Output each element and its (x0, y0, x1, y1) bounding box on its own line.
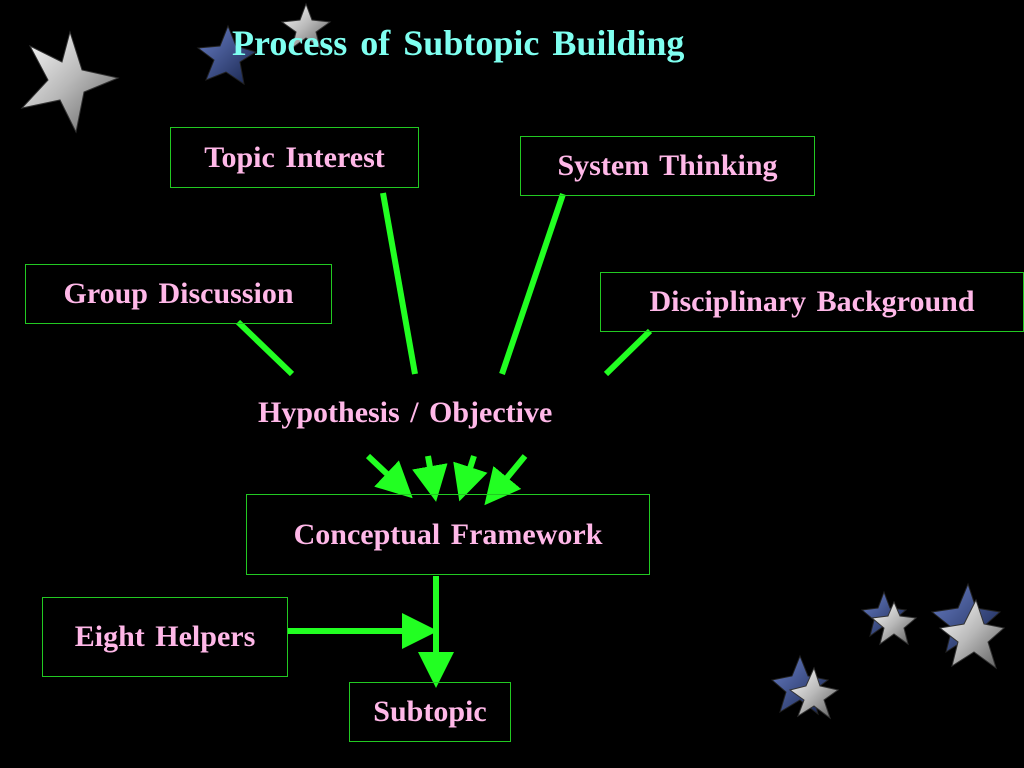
node-eight-helpers: Eight Helpers (42, 597, 288, 677)
arrow-system-thinking-lower (453, 455, 488, 502)
silver-star-icon (280, 2, 332, 50)
arrow-group-discussion-lower (365, 453, 413, 499)
node-subtopic: Subtopic (349, 682, 511, 742)
node-topic-interest: Topic Interest (170, 127, 419, 188)
silver-star-icon (938, 598, 1006, 670)
silver-star-icon (788, 666, 840, 720)
node-conceptual-framework: Conceptual Framework (246, 494, 650, 575)
arrow-system-thinking-upper (499, 193, 566, 375)
arrow-topic-interest-lower (412, 455, 448, 502)
node-disciplinary-background: Disciplinary Background (600, 272, 1024, 332)
node-group-discussion: Group Discussion (25, 264, 332, 324)
silver-star-icon (870, 600, 918, 646)
page-title: Process of Subtopic Building (232, 23, 685, 63)
arrow-disciplinary-lower (484, 454, 528, 506)
arrow-disciplinary-upper (603, 328, 653, 377)
blue-star-icon (196, 24, 258, 86)
node-system-thinking: System Thinking (520, 136, 815, 196)
arrow-group-discussion-upper (235, 319, 295, 377)
node-hypothesis-objective: Hypothesis / Objective (258, 396, 553, 429)
arrow-topic-interest-upper (380, 192, 418, 375)
silver-star-icon (20, 30, 120, 134)
